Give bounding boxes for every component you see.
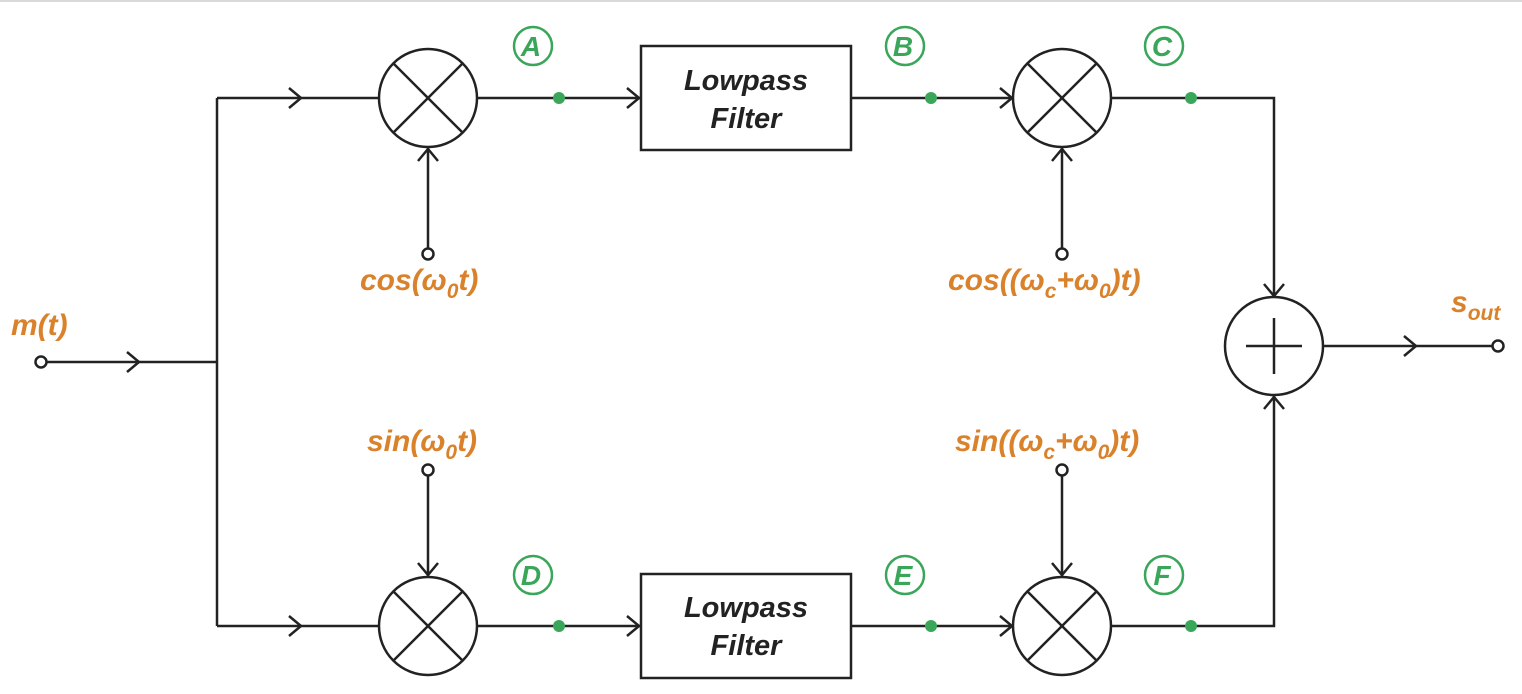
mixer-lower-right — [1011, 575, 1113, 677]
output-terminal — [1491, 339, 1505, 353]
mixer-upper-left — [377, 47, 479, 149]
filter2-input-arrow — [626, 615, 641, 637]
input-label: m(t) — [11, 309, 68, 342]
node-badge-e: E — [884, 554, 926, 596]
filter-lower-line1: Lowpass — [684, 592, 808, 624]
top-border — [0, 0, 1522, 2]
lowpass-filter-upper: Lowpass Filter — [639, 44, 853, 152]
osc-terminal-sin-wc — [1055, 463, 1069, 477]
node-dot-d — [553, 620, 565, 632]
output-label: sout — [1451, 286, 1501, 325]
input-terminal — [34, 355, 48, 369]
node-badge-d: D — [512, 554, 554, 596]
osc-label-cos-w0: cos(ω0t) — [360, 264, 478, 303]
summing-junction — [1223, 295, 1325, 397]
filter-upper-line2: Filter — [711, 103, 784, 135]
node-badge-b: B — [884, 25, 926, 67]
node-dot-b — [925, 92, 937, 104]
node-dot-c — [1185, 92, 1197, 104]
osc-terminal-cos-w0 — [421, 247, 435, 261]
node-dot-a — [553, 92, 565, 104]
svg-text:C: C — [1152, 31, 1173, 62]
wire-mixer3-to-adder — [1112, 96, 1276, 298]
osc-arrow-sin-w0 — [417, 562, 439, 577]
lower-feed-arrow — [288, 615, 303, 637]
osc-arrow-cos-wc — [1051, 147, 1073, 162]
node-dot-e — [925, 620, 937, 632]
filter-upper-line1: Lowpass — [684, 65, 808, 97]
wire-mixer4-to-adder — [1112, 395, 1276, 628]
osc-label-cos-wc: cos((ωc+ω0)t) — [948, 264, 1141, 303]
svg-text:B: B — [893, 31, 913, 62]
input-arrow — [126, 351, 141, 373]
filter-lower-line2: Filter — [711, 630, 784, 662]
mixer-upper-right — [1011, 47, 1113, 149]
osc-label-sin-wc: sin((ωc+ω0)t) — [955, 425, 1139, 464]
node-badge-a: A — [512, 25, 554, 67]
osc-arrow-cos-w0 — [417, 147, 439, 162]
osc-label-sin-w0: sin(ω0t) — [367, 425, 477, 464]
osc-terminal-sin-w0 — [421, 463, 435, 477]
upper-feed-arrow — [288, 87, 303, 109]
svg-text:D: D — [521, 560, 541, 591]
osc-arrow-sin-wc — [1051, 562, 1073, 577]
svg-text:E: E — [894, 560, 914, 591]
lowpass-filter-lower: Lowpass Filter — [639, 572, 853, 680]
svg-text:F: F — [1153, 560, 1171, 591]
filter1-input-arrow — [626, 87, 641, 109]
mixer-lower-left — [377, 575, 479, 677]
node-badge-c: C — [1143, 25, 1185, 67]
output-arrow — [1403, 335, 1418, 357]
osc-terminal-cos-wc — [1055, 247, 1069, 261]
svg-text:A: A — [520, 31, 541, 62]
node-badge-f: F — [1143, 554, 1185, 596]
adder-bottom-arrow — [1263, 395, 1285, 410]
node-dot-f — [1185, 620, 1197, 632]
